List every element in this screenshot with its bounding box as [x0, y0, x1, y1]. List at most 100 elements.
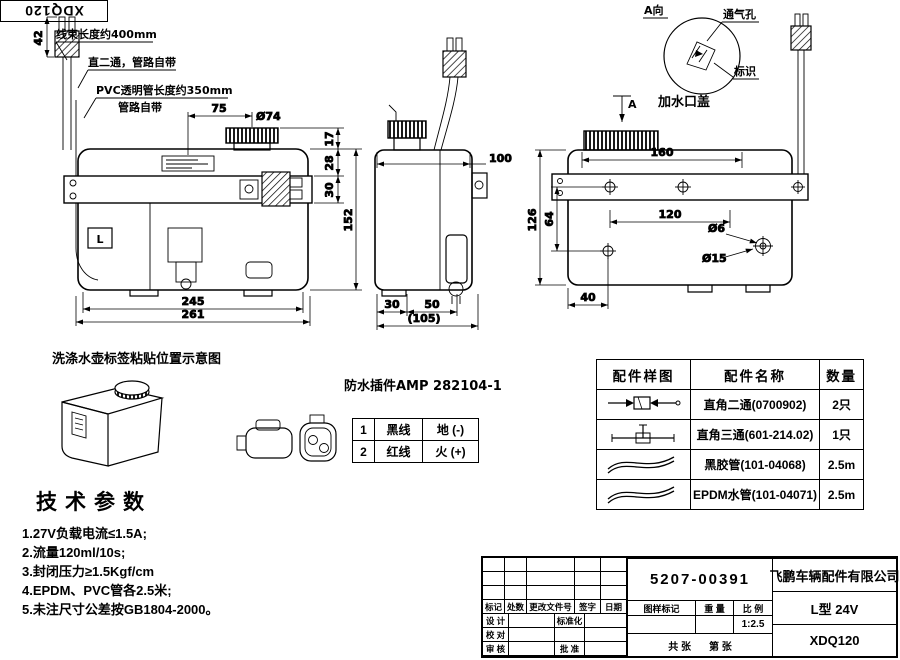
wire-color: 红线 [374, 440, 423, 463]
wire-table: 1 黑线 地 (-) 2 红线 火 (+) [352, 418, 479, 463]
label-drawing-mark: 图样标记 [627, 600, 695, 615]
part-name: 直角二通(0700902) [689, 389, 821, 420]
front-dimensions: 42 75 Ø74 17 28 30 152 245 261 [32, 16, 362, 326]
signature-grid: 设 计 标准化 校 对 审 核 批 准 [483, 614, 627, 656]
amp-connector-drawing: 防水插件AMP 282104-1 [236, 378, 502, 462]
tech-item: 3.封闭压力≥1.5Kgf/cm [22, 564, 155, 579]
table-row: 2 红线 火 (+) [352, 440, 479, 463]
revision-cell [483, 558, 505, 572]
header-qty: 数量 [819, 359, 865, 390]
part-sample-cell [596, 389, 691, 420]
revision-cell [505, 558, 527, 572]
tank-letter: L [96, 233, 103, 246]
dim-64: 64 [543, 211, 556, 227]
signature-cell [585, 614, 627, 628]
revision-cell [575, 558, 601, 572]
label-weight: 重 量 [695, 600, 733, 615]
revision-cell [527, 558, 575, 572]
detail-view-a: 通气孔 标识 A向 加水口盖 [643, 3, 759, 110]
annotation-pvc-tube-1: PVC透明管长度约350mm [96, 83, 233, 97]
iso-caption: 洗涤水壶标签粘贴位置示意图 [52, 351, 222, 366]
harness-connector [54, 30, 80, 58]
tech-item: 1.27V负载电流≤1.5A; [22, 526, 147, 541]
sheet-count-row: 共 张 第 张 [627, 633, 772, 656]
connector-title: 防水插件AMP 282104-1 [344, 378, 502, 394]
signature-cell [585, 642, 627, 656]
part-name: 直角三通(601-214.02) [689, 419, 821, 450]
revision-cell [575, 586, 601, 600]
dim-30: 30 [323, 182, 336, 198]
signature-cell [509, 642, 555, 656]
dim-75: 75 [211, 102, 226, 115]
annotation-marking: 标识 [733, 64, 756, 78]
part-name: 黑胶管(101-04068) [689, 449, 821, 480]
part-qty: 1只 [819, 419, 865, 450]
dim-160: 160 [651, 146, 674, 159]
dim-120: 120 [659, 208, 682, 221]
dim-dia-15: Ø15 [702, 252, 727, 265]
title-block: 标记 处数 更改文件号 签字 日期 设 计 标准化 校 对 审 核 批 准 [481, 556, 900, 658]
part-sample-hose-icon [607, 456, 674, 474]
label-check: 校 对 [483, 628, 509, 642]
part-sample-tee-icon [611, 424, 674, 444]
wire-function: 地 (-) [422, 418, 479, 441]
annotation-filler-cap: 加水口盖 [657, 94, 710, 110]
harness-connector-side [442, 50, 467, 78]
label-design: 设 计 [483, 614, 509, 628]
pump-connector-front [261, 171, 291, 207]
annotation-pvc-tube-2: 管路自带 [118, 100, 162, 114]
dim-dia-74: Ø74 [256, 110, 281, 123]
label-sheet-no: 第 张 [709, 641, 732, 653]
revision-cell [505, 572, 527, 586]
rear-dimensions: 160 120 64 126 Ø6 Ø15 40 [526, 146, 758, 309]
side-view [374, 37, 488, 304]
side-dimensions: 100 30 50 (105) [376, 152, 513, 330]
label-standardize: 标准化 [555, 614, 585, 628]
label-approve: 批 准 [555, 642, 585, 656]
tech-title: 技术参数 [36, 491, 152, 514]
drawing-mark-value [627, 615, 695, 633]
front-view: L [54, 16, 313, 297]
part-qty: 2只 [819, 389, 865, 420]
label-sheets: 共 张 [668, 641, 691, 653]
table-row: EPDM水管(101-04071) 2.5m [596, 479, 865, 510]
part-name: EPDM水管(101-04071) [689, 479, 821, 510]
signature-cell [585, 628, 627, 642]
label-review: 审 核 [483, 642, 509, 656]
filler-cap-side [387, 120, 427, 139]
sheet-code-stamp: XDQ120 [0, 0, 108, 22]
tank-body-rear [567, 149, 793, 286]
wire-no: 2 [352, 440, 375, 463]
model-name: L型 24V [772, 591, 896, 624]
label-date: 日期 [601, 600, 627, 614]
annotation-straight-fitting: 直二通，管路自带 [88, 55, 176, 69]
wire-no: 1 [352, 418, 375, 441]
dim-28: 28 [323, 155, 336, 170]
technical-parameters: 技术参数 1.27V负载电流≤1.5A; 2.流量120ml/10s; 3.封闭… [22, 486, 342, 619]
filler-cap-front [225, 127, 279, 144]
table-row: 直角三通(601-214.02) 1只 [596, 419, 865, 450]
tech-item: 4.EPDM、PVC管各2.5米; [22, 583, 172, 598]
wire-color: 黑线 [374, 418, 423, 441]
header-name: 配件名称 [689, 359, 821, 390]
dim-17: 17 [323, 131, 336, 146]
revision-cell [483, 572, 505, 586]
label-change-doc: 更改文件号 [527, 600, 575, 614]
table-row: 黑胶管(101-04068) 2.5m [596, 449, 865, 480]
label-count: 处数 [505, 600, 527, 614]
table-row: 直角二通(0700902) 2只 [596, 389, 865, 420]
part-sample-hose-icon [607, 486, 674, 504]
signature-cell [509, 628, 555, 642]
tank-body-side [374, 149, 473, 291]
filler-cap-rear [583, 130, 659, 151]
product-code: XDQ120 [772, 624, 896, 656]
dim-50: 50 [424, 298, 440, 311]
revision-cell [601, 572, 627, 586]
revision-grid: 标记 处数 更改文件号 签字 日期 [483, 558, 627, 614]
label-scale: 比 例 [733, 600, 772, 615]
part-number: 5207-00391 [627, 558, 772, 600]
dim-100: 100 [489, 152, 512, 165]
rear-view: A [551, 13, 812, 293]
